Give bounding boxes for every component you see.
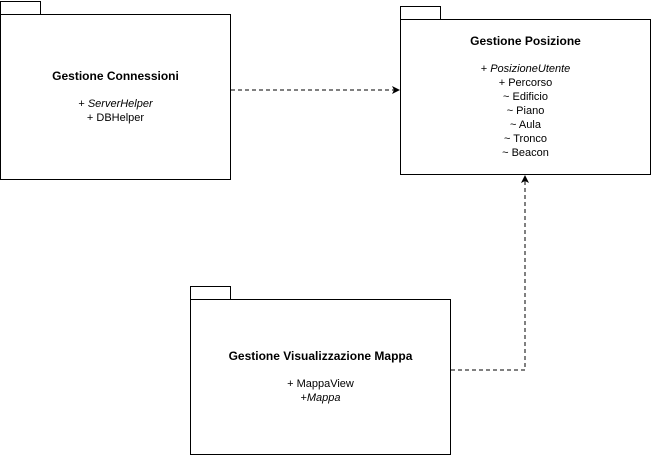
package-member: ~ Edificio: [401, 90, 650, 104]
package-member: +Mappa: [191, 391, 450, 405]
package-title: Gestione Posizione: [470, 34, 581, 48]
package-title: Gestione Visualizzazione Mappa: [228, 349, 413, 363]
member-name: Beacon: [511, 147, 549, 159]
package-member: + ServerHelper: [1, 97, 230, 111]
member-list: + PosizioneUtente+ Percorso~ Edificio~ P…: [401, 62, 650, 160]
member-visibility: ~: [503, 91, 513, 103]
member-list: + MappaView+Mappa: [191, 377, 450, 405]
package-gestione-posizione[interactable]: Gestione Posizione + PosizioneUtente+ Pe…: [400, 19, 651, 175]
dependency-arrow-mappa-to-posizione[interactable]: [451, 175, 529, 371]
member-visibility: +: [86, 112, 97, 124]
package-member: + DBHelper: [1, 111, 230, 125]
package-member: ~ Aula: [401, 118, 650, 132]
member-name: Aula: [518, 119, 541, 131]
package-member: ~ Beacon: [401, 146, 650, 160]
package-content: Gestione Posizione + PosizioneUtente+ Pe…: [401, 34, 650, 160]
member-name: Piano: [516, 105, 545, 117]
package-member: + MappaView: [191, 377, 450, 391]
member-visibility: +: [498, 77, 509, 89]
member-visibility: ~: [510, 119, 519, 131]
member-name: ServerHelper: [87, 98, 153, 110]
member-name: DBHelper: [96, 112, 145, 124]
package-gestione-connessioni[interactable]: Gestione Connessioni + ServerHelper+ DBH…: [0, 14, 231, 180]
package-member: + Percorso: [401, 76, 650, 90]
member-name: Edificio: [512, 91, 548, 103]
member-visibility: +: [78, 98, 88, 110]
member-name: PosizioneUtente: [490, 63, 571, 75]
package-member: ~ Tronco: [401, 132, 650, 146]
package-gestione-visualizzazione-mappa[interactable]: Gestione Visualizzazione Mappa + MappaVi…: [190, 299, 451, 455]
package-title: Gestione Connessioni: [52, 69, 179, 83]
member-name: MappaView: [296, 378, 354, 390]
member-visibility: ~: [502, 147, 512, 159]
member-visibility: +: [287, 378, 297, 390]
member-name: Tronco: [513, 133, 548, 145]
member-visibility: ~: [503, 133, 514, 145]
member-name: Mappa: [306, 392, 341, 404]
package-content: Gestione Connessioni + ServerHelper+ DBH…: [1, 69, 230, 125]
package-content: Gestione Visualizzazione Mappa + MappaVi…: [191, 349, 450, 405]
member-visibility: +: [300, 392, 307, 404]
member-name: Percorso: [508, 77, 553, 89]
package-member: + PosizioneUtente: [401, 62, 650, 76]
package-member: ~ Piano: [401, 104, 650, 118]
member-visibility: ~: [506, 105, 517, 117]
member-list: + ServerHelper+ DBHelper: [1, 97, 230, 125]
member-visibility: +: [480, 63, 491, 75]
